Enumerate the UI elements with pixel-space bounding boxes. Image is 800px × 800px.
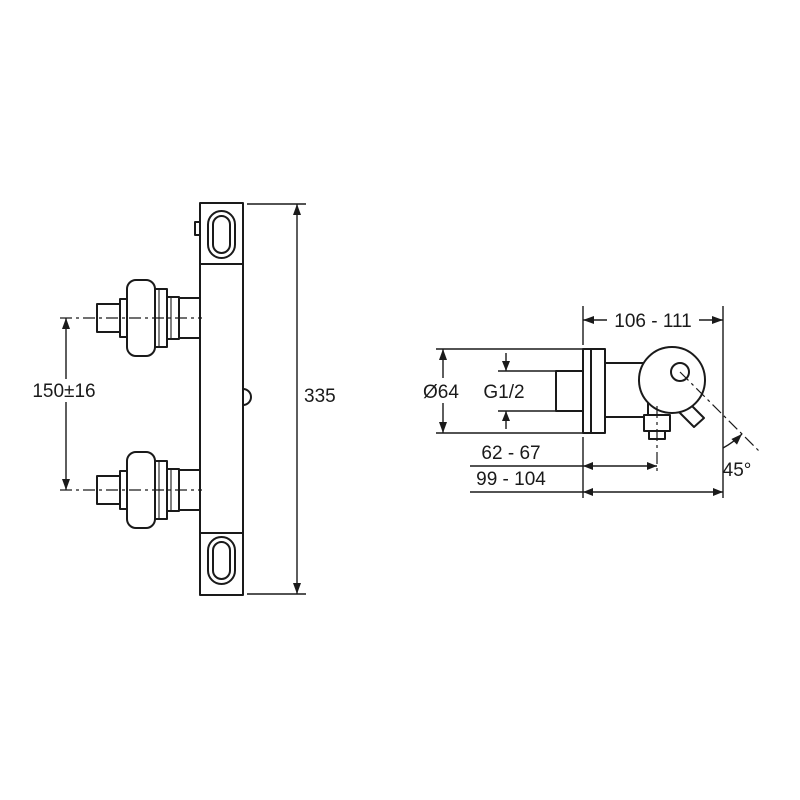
- arrow-right-icon: [712, 316, 723, 324]
- arrow-up-icon: [502, 411, 510, 421]
- arrow-down-icon: [62, 479, 70, 490]
- right-side-boss: [242, 388, 252, 406]
- dim-label-overall-height: 335: [304, 386, 336, 407]
- arrow-up-icon: [293, 204, 301, 215]
- control-knob: [638, 346, 706, 414]
- bottom-slot-inner: [212, 541, 231, 580]
- dim-label-inlet-thread: G1/2: [483, 382, 524, 403]
- angle-axis-line: [679, 371, 761, 453]
- arrow-left-icon: [583, 488, 593, 496]
- side-view-dimensions: 106 - 111 Ø64 G1/2 62 - 67 99 - 104 45°: [414, 306, 761, 498]
- top-left-notch: [194, 221, 201, 236]
- front-view-dimensions: 150±16 335: [31, 203, 336, 595]
- arrow-down-icon: [293, 583, 301, 594]
- arrow-left-icon: [583, 462, 593, 470]
- front-view: [96, 202, 252, 596]
- inlet-stub: [555, 370, 584, 412]
- wall-escutcheon: [582, 348, 606, 434]
- side-view: [555, 346, 706, 440]
- handle-spacing-label-bg: [31, 379, 98, 402]
- arrow-up-icon: [62, 318, 70, 329]
- projection-top-label-bg: [607, 308, 699, 332]
- diameter-label-bg: [414, 378, 470, 403]
- top-slot-inner: [212, 215, 231, 254]
- dim-label-outlet-angle: 45°: [723, 460, 752, 481]
- dim-label-escutcheon-diameter: Ø64: [423, 382, 459, 403]
- arrow-down-icon: [502, 361, 510, 371]
- dim-label-handle-spacing: 150±16: [32, 381, 95, 402]
- arrow-up-icon: [439, 349, 447, 360]
- dim-label-outlet-offset: 62 - 67: [481, 443, 540, 464]
- dim-label-projection-top: 106 - 111: [614, 311, 691, 332]
- arrow-angle-icon: [731, 434, 742, 445]
- arrow-down-icon: [439, 422, 447, 433]
- arrow-left-icon: [583, 316, 594, 324]
- arrow-right-icon: [713, 488, 723, 496]
- mixer-body-outline: [199, 202, 244, 596]
- arrow-right-icon: [647, 462, 657, 470]
- dim-label-projection-bottom: 99 - 104: [476, 469, 546, 490]
